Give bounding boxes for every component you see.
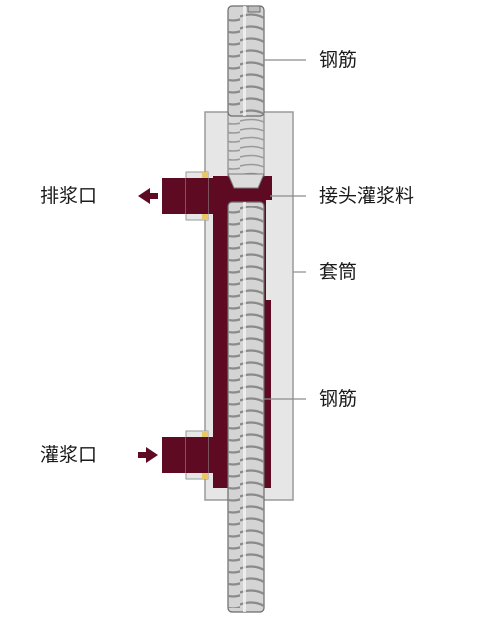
label-rebar-bottom: 钢筋: [319, 388, 358, 410]
arrow-left-icon: [138, 188, 158, 204]
rebar-upper: [227, 5, 265, 117]
rebar-lower: [227, 201, 265, 613]
arrow-right-icon: [138, 447, 158, 463]
label-outlet-port: 排浆口: [40, 185, 98, 207]
label-grout-material: 接头灌浆料: [319, 185, 415, 207]
label-inlet-port: 灌浆口: [40, 444, 98, 466]
label-sleeve: 套筒: [319, 261, 358, 283]
cone-transition: [227, 173, 265, 189]
label-rebar-top: 钢筋: [319, 49, 358, 71]
